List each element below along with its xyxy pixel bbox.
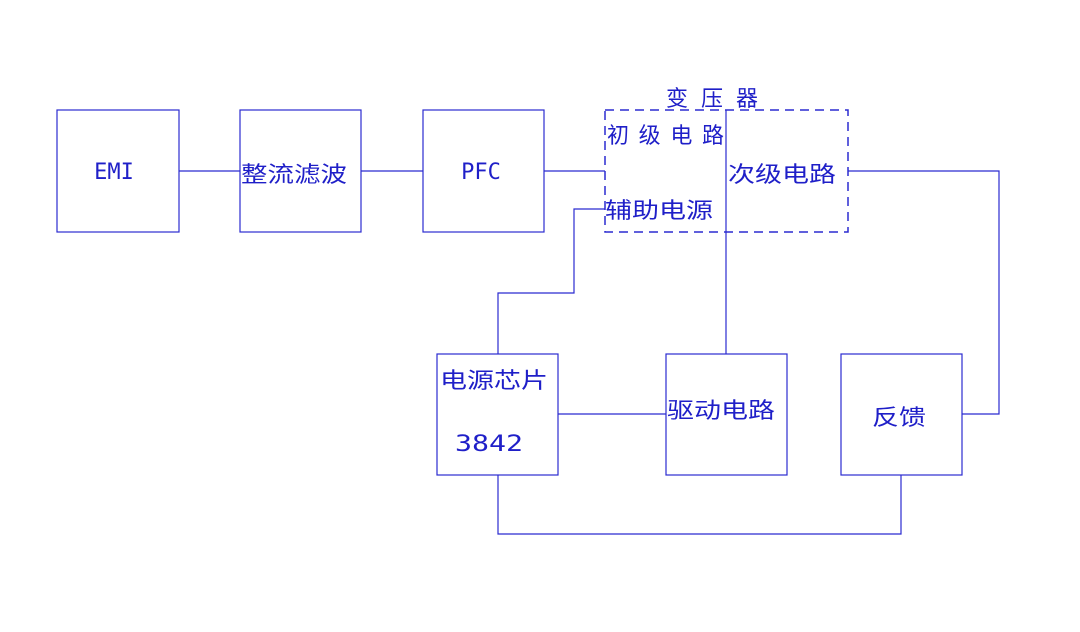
wire-auxiliary-to-power-chip bbox=[497, 208, 605, 354]
transformer-title: 变压器 bbox=[666, 87, 758, 112]
feedback-label: 反馈 bbox=[872, 406, 926, 431]
emi-block bbox=[56, 109, 180, 233]
wire-secondary-to-feedback bbox=[848, 170, 1000, 415]
transformer-secondary-label: 次级电路 bbox=[728, 163, 836, 188]
drive-circuit-label: 驱动电路 bbox=[667, 399, 775, 424]
wire-feedback-to-chip bbox=[497, 475, 902, 535]
emi-label: EMI bbox=[94, 160, 134, 185]
transformer-auxiliary-label: 辅助电源 bbox=[605, 199, 713, 224]
transformer-primary-label: 初级电路 bbox=[607, 124, 724, 149]
power-chip-label: 电源芯片 bbox=[440, 369, 548, 394]
rectifier-filter-label: 整流滤波 bbox=[241, 163, 347, 188]
power-chip-block bbox=[436, 353, 559, 476]
chip-model-label: 3842 bbox=[455, 432, 523, 457]
feedback-block bbox=[840, 353, 963, 476]
transformer-block bbox=[604, 109, 849, 233]
drive-circuit-block bbox=[665, 353, 788, 476]
pfc-label: PFC bbox=[461, 160, 501, 185]
rectifier-filter-block bbox=[239, 109, 362, 233]
pfc-block bbox=[422, 109, 545, 233]
